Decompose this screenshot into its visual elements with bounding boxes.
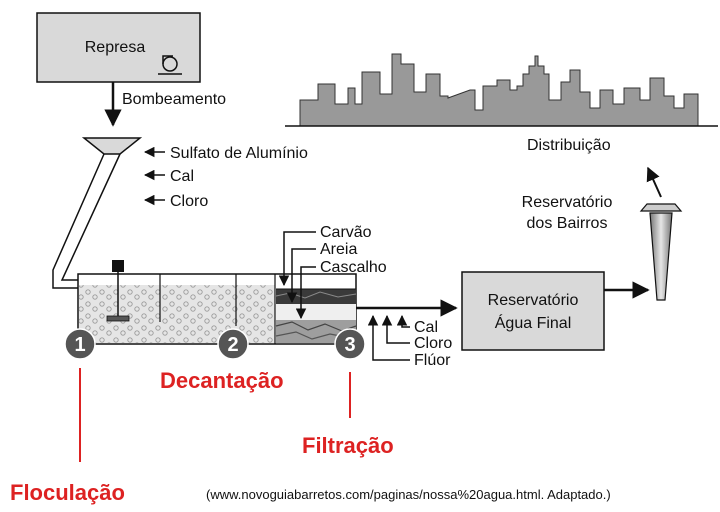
pumping-label: Bombeamento [122, 91, 226, 108]
final-additive-cal: Cal [414, 319, 438, 336]
distribution-label: Distribuição [527, 137, 611, 154]
neighborhood-reservoir-line1: Reservatório [522, 194, 613, 211]
stage-label-floculacao: Floculação [10, 480, 125, 505]
final-additive-fluor: Flúor [414, 352, 451, 369]
treatment-tank [77, 260, 357, 345]
filter-layer-labels: Carvão Areia Cascalho [278, 224, 387, 320]
final-reservoir-line1: Reservatório [488, 292, 579, 309]
final-reservoir-line2: Água Final [495, 313, 572, 332]
neighborhood-reservoir-line2: dos Bairros [527, 215, 608, 232]
stage-badge-1: 1 [64, 328, 96, 360]
layer-cascalho: Cascalho [320, 259, 387, 276]
svg-text:2: 2 [227, 334, 238, 356]
stage-label-decantacao: Decantação [160, 368, 284, 393]
funnel [52, 137, 143, 289]
stage-label-filtracao: Filtração [302, 433, 394, 458]
neighborhood-reservoir-tower [639, 203, 683, 301]
final-reservoir-box: Reservatório Água Final [461, 271, 605, 351]
layer-carvao: Carvão [320, 224, 372, 241]
city-skyline [285, 53, 718, 127]
pump-icon [158, 55, 182, 75]
stage-badge-3: 3 [334, 328, 366, 360]
stage-badge-2: 2 [217, 328, 249, 360]
represa-box: Represa [36, 12, 201, 83]
additive-cloro: Cloro [170, 193, 208, 210]
source-credit: (www.novoguiabarretos.com/paginas/nossa%… [206, 487, 611, 502]
additive-sulfato: Sulfato de Alumínio [170, 145, 308, 162]
additive-cal: Cal [170, 168, 194, 185]
layer-areia: Areia [320, 241, 357, 258]
svg-text:1: 1 [74, 334, 85, 356]
final-additive-cloro: Cloro [414, 335, 452, 352]
represa-label: Represa [85, 39, 146, 56]
svg-text:3: 3 [344, 334, 355, 356]
